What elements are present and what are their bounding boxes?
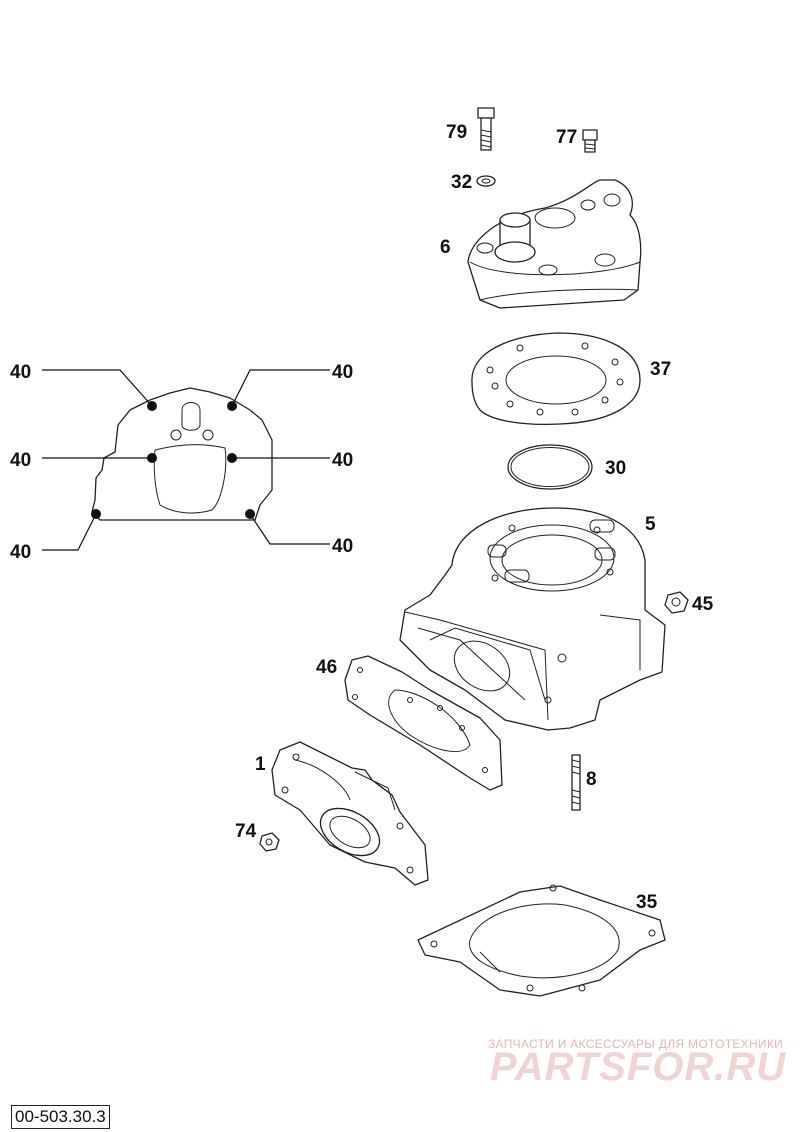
- callout-77: 77: [556, 127, 577, 148]
- callout-40-middle-right: 40: [332, 450, 353, 471]
- callout-32: 32: [451, 172, 472, 193]
- drawing-number: 00-503.30.3: [11, 1105, 110, 1129]
- cylinder-head-6-part: [467, 179, 642, 309]
- callout-5: 5: [645, 514, 656, 535]
- gasket-46-part: [344, 655, 503, 791]
- base-gasket-35-part: [417, 884, 666, 997]
- nut-45-part: [664, 591, 689, 614]
- head-gasket-37-part: [471, 332, 641, 426]
- stud-8-part: [571, 754, 581, 811]
- callout-37: 37: [650, 359, 671, 380]
- watermark-caption: ЗАПЧАСТИ И АКСЕССУАРЫ ДЛЯ МОТОТЕХНИКИ: [488, 1037, 783, 1051]
- callout-74: 74: [235, 821, 257, 842]
- callout-1: 1: [255, 754, 266, 775]
- callout-40-middle-left: 40: [10, 450, 31, 471]
- o-ring-30-part: [507, 444, 593, 490]
- callout-8: 8: [586, 769, 597, 790]
- callout-40-lower-right: 40: [332, 536, 353, 557]
- callout-6: 6: [440, 237, 451, 258]
- callout-79: 79: [446, 122, 467, 143]
- callout-40-upper-right: 40: [332, 362, 353, 383]
- nut-74-part: [259, 832, 280, 852]
- cylinder-5-part: [399, 507, 666, 731]
- callout-46: 46: [316, 657, 337, 678]
- callout-30: 30: [605, 458, 626, 479]
- washer-32-part: [476, 175, 496, 187]
- screw-79-part: [477, 107, 495, 151]
- watermark-logo: PARTSFOR.RU: [490, 1045, 786, 1089]
- reed-housing-1-part: [271, 741, 429, 886]
- callout-40-upper-left: 40: [10, 362, 31, 383]
- screw-77-part: [582, 129, 598, 153]
- gasket-40-detail-part: [42, 369, 330, 551]
- callout-40-lower-left: 40: [10, 542, 31, 563]
- callout-45: 45: [692, 594, 714, 615]
- callout-35: 35: [636, 892, 658, 913]
